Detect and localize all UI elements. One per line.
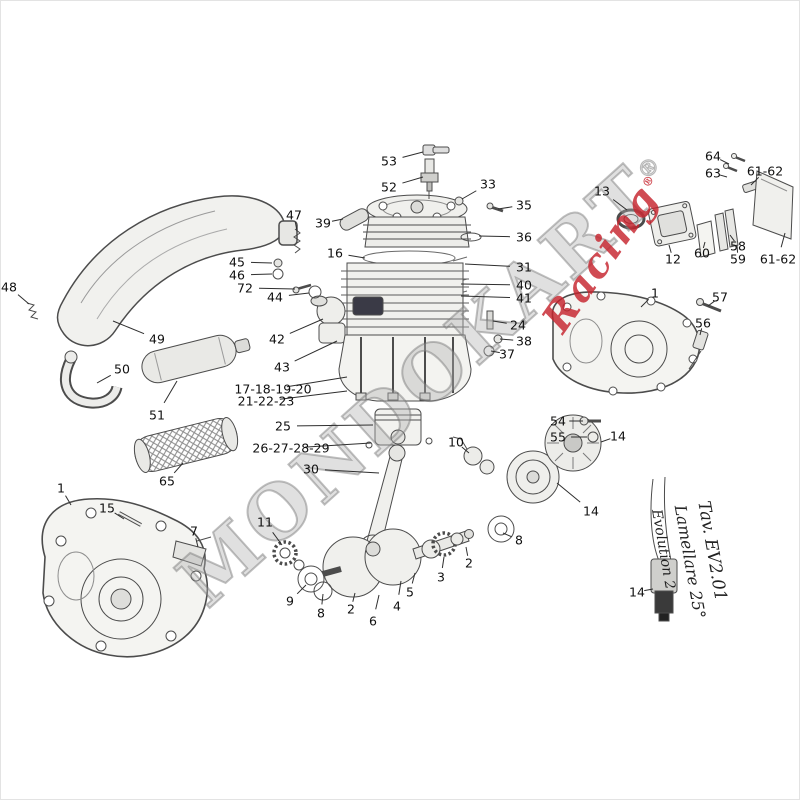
exhaust-expansion-chamber <box>56 195 298 347</box>
cylinder-base-studs <box>338 334 472 402</box>
brand-decal <box>352 296 384 316</box>
stator-group <box>452 436 495 475</box>
ignition-coil-group <box>650 476 678 622</box>
exhaust-header-pipe <box>60 350 123 409</box>
reed-valve-group <box>616 153 794 258</box>
small-hardware <box>26 228 322 320</box>
spark-plug-group <box>420 144 450 199</box>
silencer-51 <box>141 334 251 384</box>
fastener-57-sensor-56 <box>688 298 722 370</box>
head-fittings <box>339 196 504 242</box>
right-crankcase-half <box>551 291 701 396</box>
cylinder-group <box>341 262 503 357</box>
piston-group <box>365 408 433 449</box>
crankshaft-group <box>318 444 474 598</box>
left-crankcase-half <box>41 497 212 658</box>
clutch-group <box>506 414 602 504</box>
carburetor-group <box>310 295 346 344</box>
cylinder-head-group <box>363 194 471 248</box>
silencer-65 <box>133 417 239 473</box>
